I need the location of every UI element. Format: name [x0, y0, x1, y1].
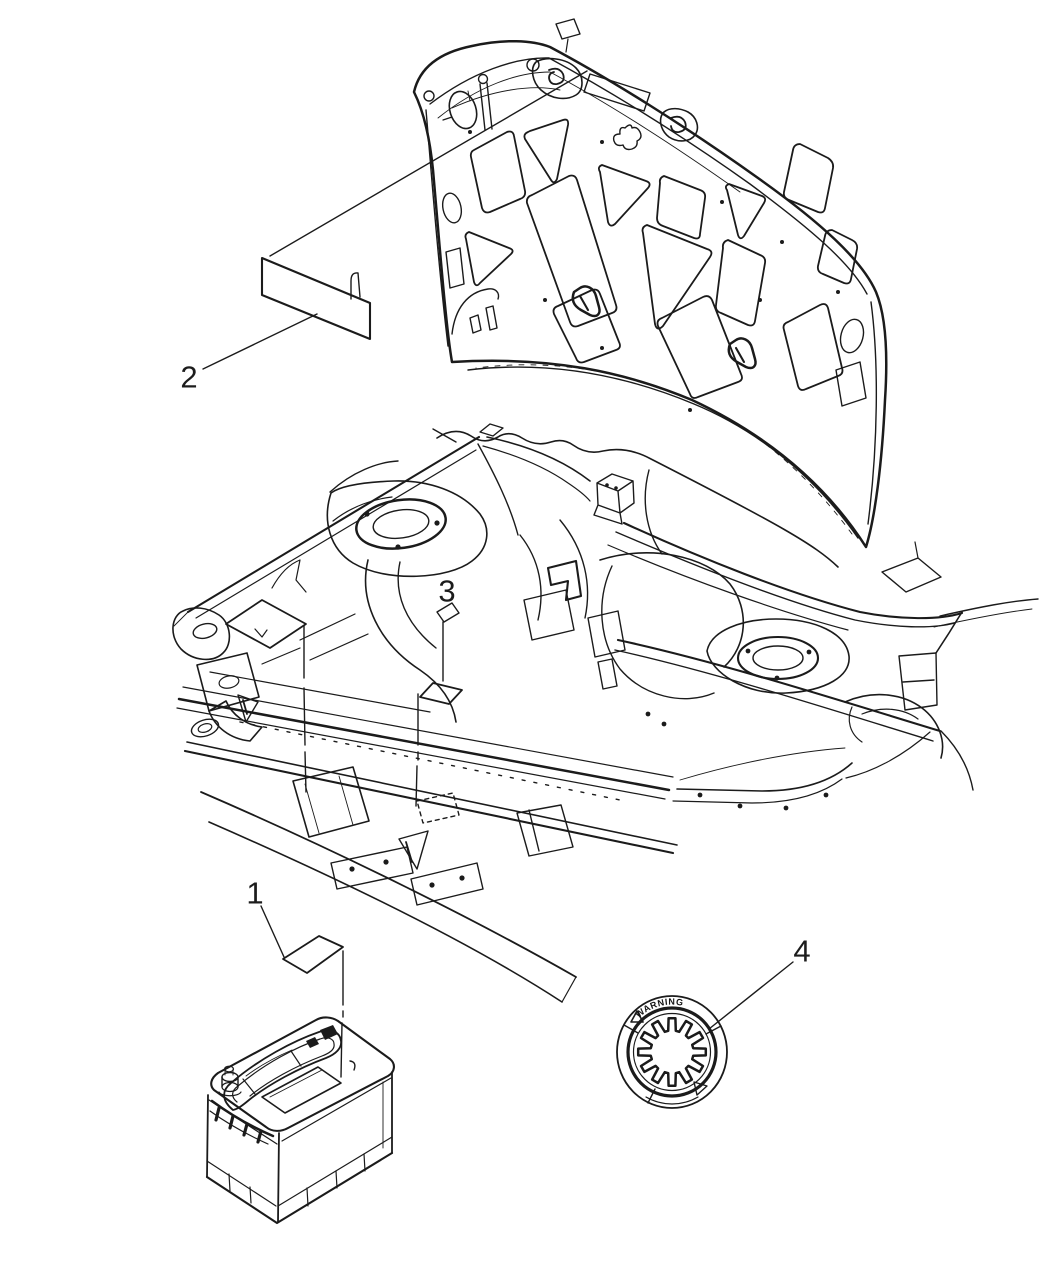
decal-corner-triangle-icon [693, 1081, 708, 1096]
leader-line-2a [269, 70, 588, 257]
callout-2: 2 [180, 359, 198, 395]
battery-drawing [205, 1016, 395, 1225]
leader-line-2b [202, 313, 318, 370]
engine-compartment-label-plate [419, 682, 463, 705]
hood-drawing [412, 18, 888, 549]
battery-label-plate [282, 935, 344, 974]
hood-label-plate [260, 256, 372, 341]
engine-compartment-drawing [172, 423, 1039, 1003]
leader-line-1a [260, 905, 285, 958]
callout-3: 3 [438, 573, 456, 609]
callout-leaders [202, 70, 794, 1078]
fan-gear [636, 1016, 708, 1088]
callout-4: 4 [793, 933, 811, 969]
warning-triangle-icon [630, 1010, 644, 1023]
fan-warning-decal-drawing: WARNING [616, 995, 728, 1109]
leader-line-4 [708, 961, 794, 1030]
leader-line-3b [415, 693, 419, 807]
radiator-support-label-plate [225, 599, 307, 649]
leader-line-1b [340, 950, 344, 1078]
callout-1: 1 [246, 875, 264, 911]
